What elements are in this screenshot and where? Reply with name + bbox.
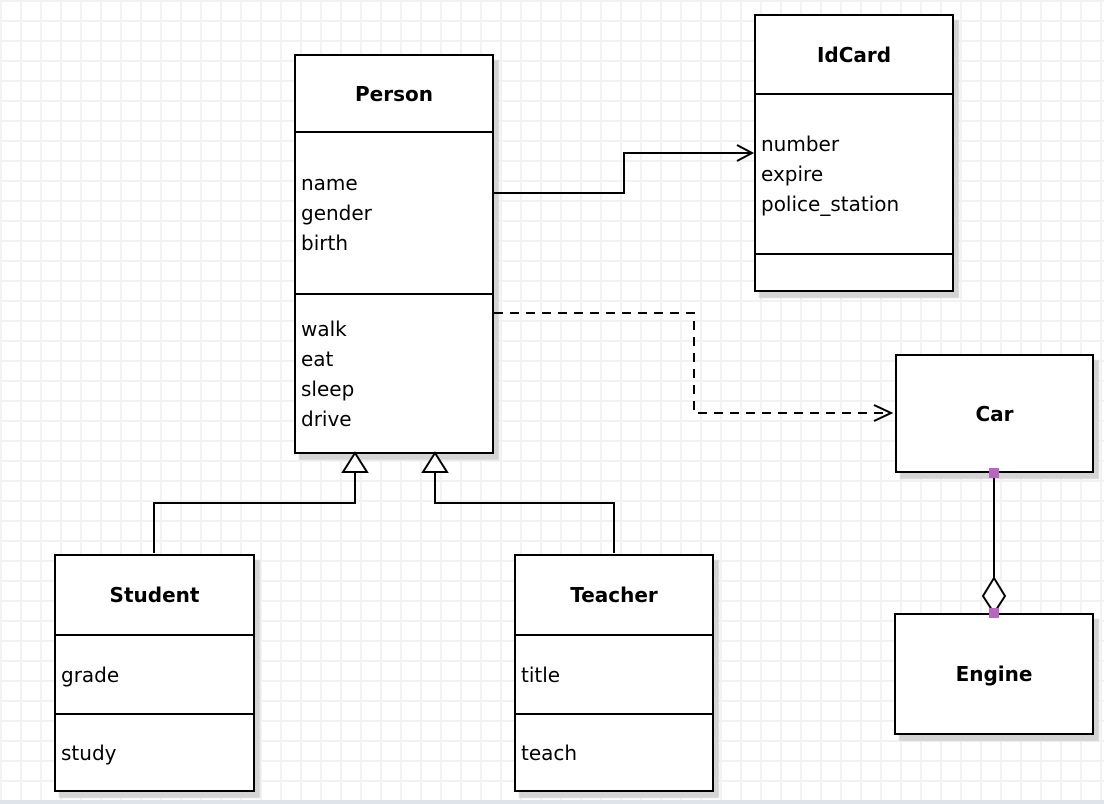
class-title-car: Car bbox=[975, 401, 1014, 426]
canvas-bottom-edge bbox=[0, 800, 1104, 804]
endpoint-handle[interactable] bbox=[989, 468, 999, 478]
edge-aggregation-car-engine[interactable] bbox=[981, 468, 1007, 618]
class-box-car[interactable]: Car bbox=[895, 354, 1094, 473]
class-methods-idcard bbox=[756, 253, 952, 290]
open-arrow-icon bbox=[736, 144, 755, 162]
class-attributes-idcard: number expire police_station bbox=[756, 93, 952, 253]
method: walk bbox=[301, 316, 347, 341]
attribute: name bbox=[301, 171, 358, 195]
method: teach bbox=[521, 740, 578, 765]
class-box-teacher[interactable]: Teacher title teach bbox=[514, 554, 714, 792]
class-methods-teacher: teach bbox=[516, 713, 712, 790]
attribute: birth bbox=[301, 231, 348, 255]
class-attributes-student: grade bbox=[56, 634, 253, 713]
hollow-triangle-icon bbox=[421, 451, 449, 473]
class-title-idcard: IdCard bbox=[816, 42, 892, 67]
class-title-teacher: Teacher bbox=[570, 583, 658, 607]
attribute: expire bbox=[761, 162, 824, 186]
edge-association-person-idcard[interactable] bbox=[494, 144, 755, 194]
endpoint-handle[interactable] bbox=[989, 608, 999, 618]
method: study bbox=[61, 740, 117, 765]
class-box-student[interactable]: Student grade study bbox=[54, 554, 255, 792]
open-arrow-icon bbox=[873, 404, 894, 422]
attribute: gender bbox=[301, 201, 372, 225]
class-title-student: Student bbox=[109, 583, 200, 607]
attribute: grade bbox=[61, 662, 120, 687]
method: sleep bbox=[301, 376, 355, 401]
hollow-triangle-icon bbox=[341, 451, 369, 473]
class-attributes-person: name gender birth bbox=[296, 131, 492, 293]
class-title-person: Person bbox=[355, 81, 433, 106]
attribute: police_station bbox=[761, 192, 900, 216]
class-box-person[interactable]: Person name gender birth walk eat sleep … bbox=[294, 54, 494, 454]
class-attributes-teacher: title bbox=[516, 634, 712, 713]
attribute: title bbox=[521, 662, 561, 687]
class-box-engine[interactable]: Engine bbox=[894, 613, 1094, 735]
class-box-idcard[interactable]: IdCard number expire police_station bbox=[754, 14, 954, 292]
attribute: number bbox=[761, 132, 840, 156]
class-methods-person: walk eat sleep drive bbox=[296, 293, 492, 452]
method: eat bbox=[301, 346, 334, 371]
class-methods-student: study bbox=[56, 713, 253, 790]
method: drive bbox=[301, 406, 352, 431]
edge-generalization-teacher-person[interactable] bbox=[421, 451, 615, 553]
edge-generalization-student-person[interactable] bbox=[153, 451, 369, 553]
class-title-engine: Engine bbox=[955, 662, 1033, 686]
edge-dependency-person-car[interactable] bbox=[494, 312, 894, 422]
